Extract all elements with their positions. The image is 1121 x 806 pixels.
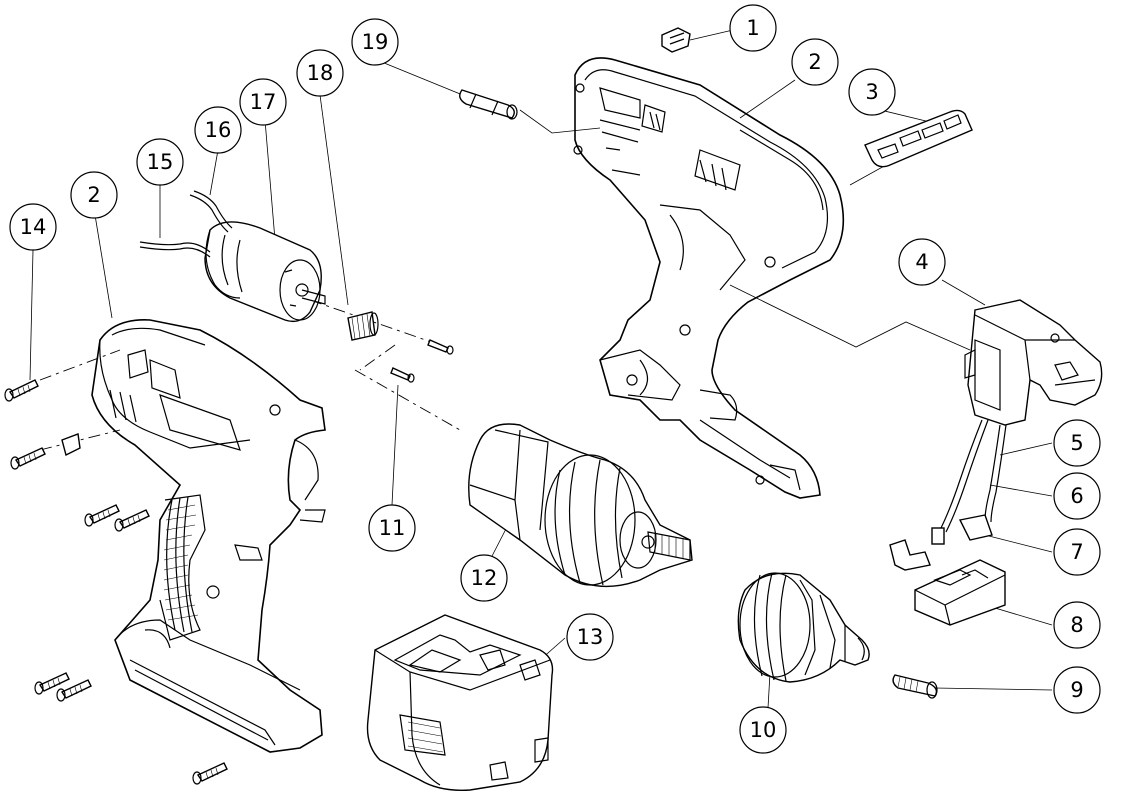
callout-13: 13 [566, 613, 614, 661]
callout-label: 8 [1070, 613, 1083, 637]
callout-2-right: 2 [791, 38, 839, 86]
callout-label: 2 [87, 183, 100, 207]
callout-label: 7 [1070, 540, 1083, 564]
callout-4: 4 [898, 238, 946, 286]
callout-label: 17 [250, 90, 277, 114]
callout-label: 14 [20, 215, 47, 239]
part-chuck [737, 572, 870, 683]
callout-14: 14 [9, 203, 57, 251]
callout-9: 9 [1053, 666, 1101, 714]
part-motor-wires [139, 190, 233, 258]
callout-label: 6 [1070, 484, 1083, 508]
part-switch [964, 299, 1103, 426]
part-switch-wires [889, 419, 1007, 571]
callout-label: 12 [471, 566, 498, 590]
callout-label: 18 [307, 61, 334, 85]
callouts: 1 2 2 3 4 5 6 7 8 9 10 1 [9, 4, 1101, 754]
callout-11: 11 [368, 504, 416, 552]
callout-19: 19 [351, 18, 399, 66]
callout-1: 1 [729, 4, 777, 52]
callout-7: 7 [1053, 528, 1101, 576]
callout-label: 19 [362, 30, 389, 54]
callout-17: 17 [239, 78, 287, 126]
callout-label: 2 [808, 50, 821, 74]
callout-label: 1 [746, 16, 759, 40]
part-housing-left [91, 319, 326, 753]
part-chuck-screw [892, 674, 938, 699]
callout-label: 11 [379, 516, 406, 540]
callout-6: 6 [1053, 472, 1101, 520]
callout-12: 12 [460, 554, 508, 602]
part-label-plate [864, 109, 973, 168]
part-battery [366, 614, 554, 791]
callout-label: 4 [915, 250, 928, 274]
callout-18: 18 [296, 49, 344, 97]
part-clip [661, 27, 691, 53]
callout-label: 3 [865, 80, 878, 104]
callout-3: 3 [848, 68, 896, 116]
callout-5: 5 [1053, 419, 1101, 467]
callout-label: 9 [1070, 678, 1083, 702]
callout-8: 8 [1053, 601, 1101, 649]
part-pinion-gear [347, 311, 379, 341]
callout-16: 16 [194, 106, 242, 154]
part-screws-left [4, 379, 228, 785]
part-contact-block [914, 559, 1006, 626]
callout-15: 15 [136, 138, 184, 186]
part-small-screws [390, 339, 454, 383]
part-motor [204, 221, 326, 323]
callout-10: 10 [739, 706, 787, 754]
callout-label: 15 [147, 150, 174, 174]
callout-2-left: 2 [70, 171, 118, 219]
callout-label: 16 [205, 118, 232, 142]
callout-label: 13 [577, 625, 604, 649]
part-housing-right [573, 57, 845, 499]
callout-label: 10 [750, 718, 777, 742]
callout-label: 5 [1070, 431, 1083, 455]
part-fuse [459, 89, 518, 120]
part-gearbox [468, 423, 693, 588]
